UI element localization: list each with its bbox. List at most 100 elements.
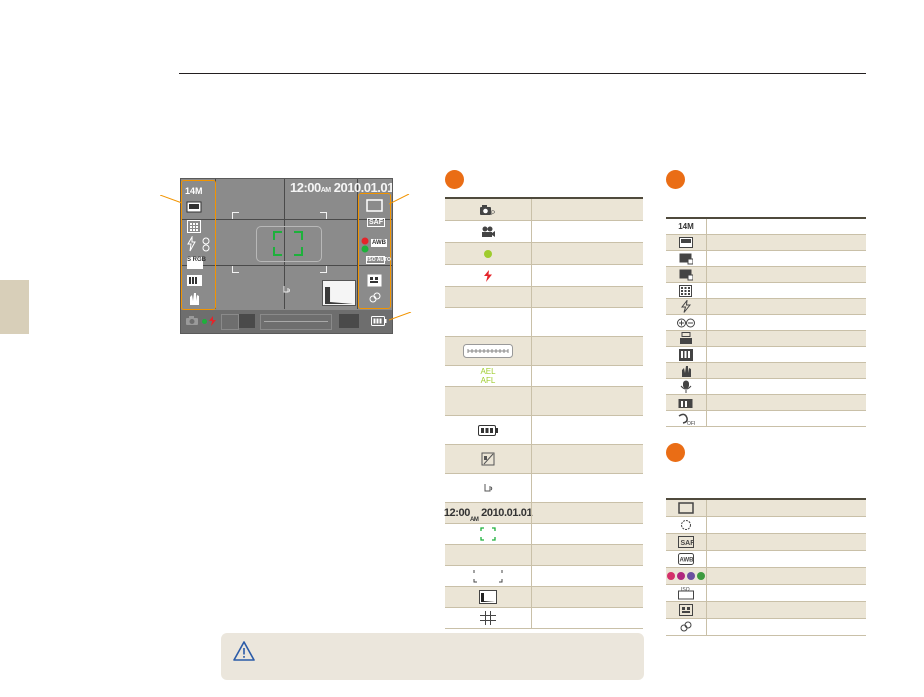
table-row [445,387,643,416]
af-bracket [273,231,282,240]
table-row [666,299,866,315]
table-row [666,379,866,395]
table-row [445,243,643,265]
table-row [666,500,866,517]
smart-range-icon: S RGB [187,257,206,269]
table-row: ISO [666,585,866,602]
table-row [445,287,643,308]
table-row: SAF [666,534,866,551]
table-row [666,602,866,619]
settings-icon [369,292,381,303]
section-marker-1 [445,170,464,189]
af-bracket [294,231,303,240]
settings-icon [666,619,706,635]
callout-right-top [389,194,410,205]
table-row [445,545,643,566]
table-row [666,235,866,251]
ois-icon [190,293,199,305]
table-row [666,363,866,379]
icon-table-3: SAF AWB ISO [666,500,866,638]
table-row [666,395,866,411]
table-row: P [445,199,643,221]
table-row [666,347,866,363]
face-icon [666,331,706,346]
smart-range-icon [666,347,706,362]
grid-icon [445,608,531,628]
memory-box [339,314,359,328]
table-row [445,221,643,243]
af-frame-icon [445,524,531,544]
iframe-icon [187,275,202,286]
grid-line [284,179,285,309]
table-row: OFF [666,411,866,427]
status-bar [181,310,392,333]
guide-icon [666,602,706,618]
table-header-rule [666,217,866,219]
datetime-display: 12:00AM 2010.01.01 [290,180,393,195]
guide-icon [367,274,382,287]
exposure-meter [260,314,332,330]
awb-icon: AWB [666,551,706,567]
resolution-label: 14M [678,222,694,231]
metering-icon [187,220,201,233]
table-row [445,265,643,287]
frame-icon [366,199,383,212]
table-row [666,331,866,347]
frame-box [239,314,255,328]
quality-icon [186,201,202,213]
table-row [445,524,643,545]
iso-icon: ISO AUTO [366,256,391,264]
table-row [445,474,643,503]
af-bracket [294,247,303,256]
wind-cut-icon: OFF [666,411,706,426]
empty-cell [445,387,531,415]
icon-table-2: 14M OFF [666,219,866,428]
section-marker-2 [666,170,685,189]
shake-warning-icon [445,474,531,502]
zoom-icon [666,315,706,330]
iso-icon: ISO [666,585,706,601]
svg-text:SAF: SAF [681,540,695,547]
grid-line [181,219,392,220]
svg-text:P: P [491,211,495,216]
ois-icon [666,363,706,378]
frame-corner [320,266,327,273]
table-row [445,445,643,474]
flash-icon [187,236,210,252]
left-icon-panel: 14M S RGB [181,180,216,310]
flash-red-icon [445,265,531,286]
saf-icon: SAF [666,534,706,550]
empty-cell [445,545,531,565]
callout-right-bottom [389,312,412,321]
frame-corner [232,212,239,219]
table-row [666,568,866,585]
table-row [666,267,866,283]
top-rule [179,73,866,74]
program-mode-icon: P [445,199,531,220]
frame-corner [320,212,327,219]
svg-text:OFF: OFF [687,421,695,426]
resolution-icon: 14M [185,186,203,196]
metering-icon [666,251,706,266]
table-row [445,608,643,629]
table-row: 14M [666,219,866,235]
iframe-icon [666,395,706,410]
movie-mode-icon [445,221,531,242]
histogram-icon [445,587,531,607]
awb-icon: AWB [371,239,387,247]
table-row [666,619,866,636]
svg-text:AWB: AWB [680,558,695,564]
section-marker-3 [666,443,685,462]
battery-icon [371,316,387,326]
memory-card-icon [445,445,531,473]
colors-icon [666,568,706,584]
af-area [256,226,322,262]
flash-icon [666,299,706,314]
table-row [445,416,643,445]
flash-icon [209,316,216,326]
drive-icon [666,267,706,282]
shake-warning-icon [283,286,290,293]
